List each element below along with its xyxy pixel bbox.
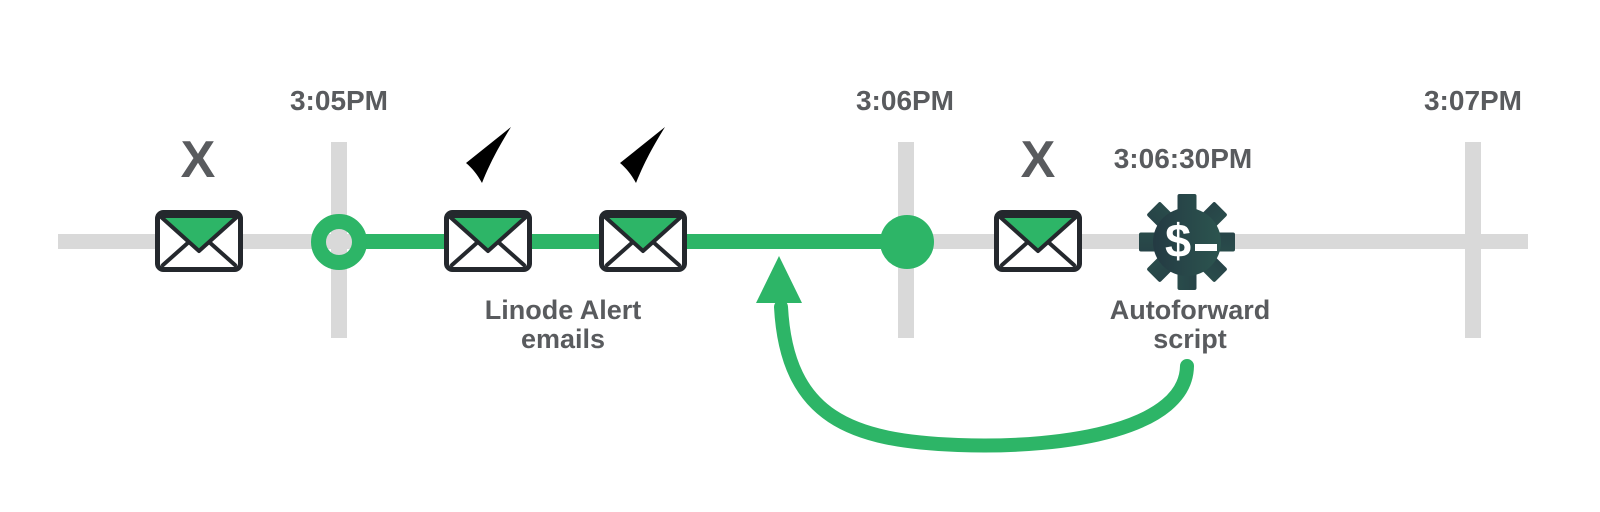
- x-icon: X: [1020, 131, 1056, 189]
- check-icon: [614, 121, 670, 193]
- time-label-3-05pm: 3:05PM: [289, 85, 389, 116]
- caption-autoforward-script: Autoforward script: [1040, 296, 1340, 354]
- time-label-3-06pm: 3:06PM: [855, 85, 955, 116]
- check-icon: [460, 121, 516, 193]
- dollar-glyph: $: [1165, 214, 1191, 267]
- caption-line: Autoforward: [1109, 295, 1271, 325]
- time-label-3-07pm: 3:07PM: [1423, 85, 1523, 116]
- x-icon: X: [180, 131, 216, 189]
- time-label-3-06-30pm: 3:06:30PM: [1113, 143, 1253, 174]
- caption-line: emails: [520, 324, 606, 354]
- envelope-icon: [599, 210, 687, 272]
- envelope-icon: [994, 210, 1082, 272]
- underscore-glyph: [1195, 244, 1217, 251]
- segment-start-ring: [311, 214, 367, 270]
- tick-3-07pm: [1465, 142, 1481, 338]
- tick-3-05pm: [331, 142, 347, 338]
- segment-end-dot: [880, 215, 934, 269]
- envelope-icon: [444, 210, 532, 272]
- caption-line: Linode Alert: [484, 295, 642, 325]
- gear-dollar-icon: $: [1139, 194, 1235, 290]
- caption-linode-alert-emails: Linode Alert emails: [413, 296, 713, 354]
- caption-line: script: [1153, 324, 1227, 354]
- envelope-icon: [155, 210, 243, 272]
